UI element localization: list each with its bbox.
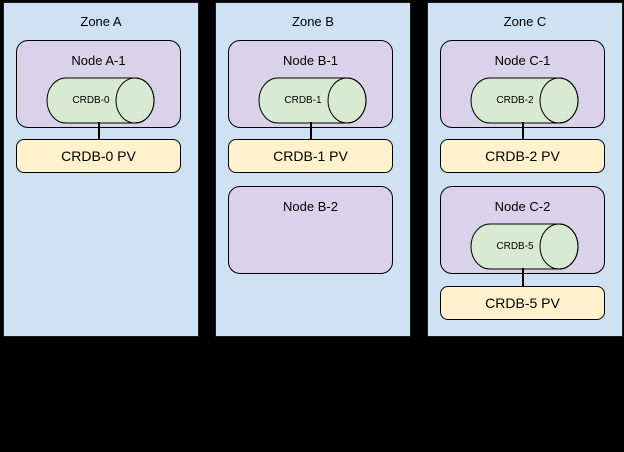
node-b1-label: Node B-1 <box>283 53 338 68</box>
node-b2: Node B-2 <box>228 186 393 274</box>
database-cylinder-icon <box>470 77 579 124</box>
crdb-2-pod: CRDB-2 <box>470 77 579 124</box>
crdb-2-label: CRDB-2 <box>496 95 534 106</box>
database-cylinder-icon <box>470 223 579 270</box>
connector-crdb0-to-pv <box>98 122 100 140</box>
crdb-2-pv-label: CRDB-2 PV <box>485 148 560 164</box>
crdb-1-pv: CRDB-1 PV <box>228 139 393 173</box>
connector-crdb1-to-pv <box>310 122 312 140</box>
zone-c-label: Zone C <box>503 14 547 29</box>
connector-crdb2-to-pv <box>522 122 524 140</box>
crdb-0-pv: CRDB-0 PV <box>16 139 181 173</box>
zone-a: Zone A Node A-1 CRDB-0 CRDB-0 PV <box>3 2 199 337</box>
zone-c: Zone C Node C-1 CRDB-2 CRDB-2 PV Node C-… <box>427 2 623 337</box>
node-c2-label: Node C-2 <box>494 199 551 214</box>
connector-crdb5-to-pv <box>522 268 524 287</box>
database-cylinder-icon <box>46 77 155 124</box>
node-c1: Node C-1 CRDB-2 <box>440 40 605 128</box>
crdb-0-pod: CRDB-0 <box>46 77 155 124</box>
zone-b: Zone B Node B-1 CRDB-1 CRDB-1 PV Node B-… <box>215 2 411 337</box>
zone-b-label: Zone B <box>292 14 334 29</box>
crdb-5-pv-label: CRDB-5 PV <box>485 295 560 311</box>
crdb-2-pv: CRDB-2 PV <box>440 139 605 173</box>
node-b2-label: Node B-2 <box>283 199 338 214</box>
crdb-0-pv-label: CRDB-0 PV <box>61 148 136 164</box>
crdb-0-label: CRDB-0 <box>72 95 110 106</box>
crdb-5-pv: CRDB-5 PV <box>440 286 605 320</box>
crdb-5-label: CRDB-5 <box>496 241 534 252</box>
node-b1: Node B-1 CRDB-1 <box>228 40 393 128</box>
node-c2: Node C-2 CRDB-5 <box>440 186 605 274</box>
crdb-5-pod: CRDB-5 <box>470 223 579 270</box>
crdb-1-pv-label: CRDB-1 PV <box>273 148 348 164</box>
node-a1-label: Node A-1 <box>71 53 126 68</box>
zone-a-label: Zone A <box>80 14 122 29</box>
node-a1: Node A-1 CRDB-0 <box>16 40 181 128</box>
database-cylinder-icon <box>258 77 367 124</box>
node-c1-label: Node C-1 <box>494 53 551 68</box>
crdb-1-label: CRDB-1 <box>284 95 322 106</box>
crdb-1-pod: CRDB-1 <box>258 77 367 124</box>
